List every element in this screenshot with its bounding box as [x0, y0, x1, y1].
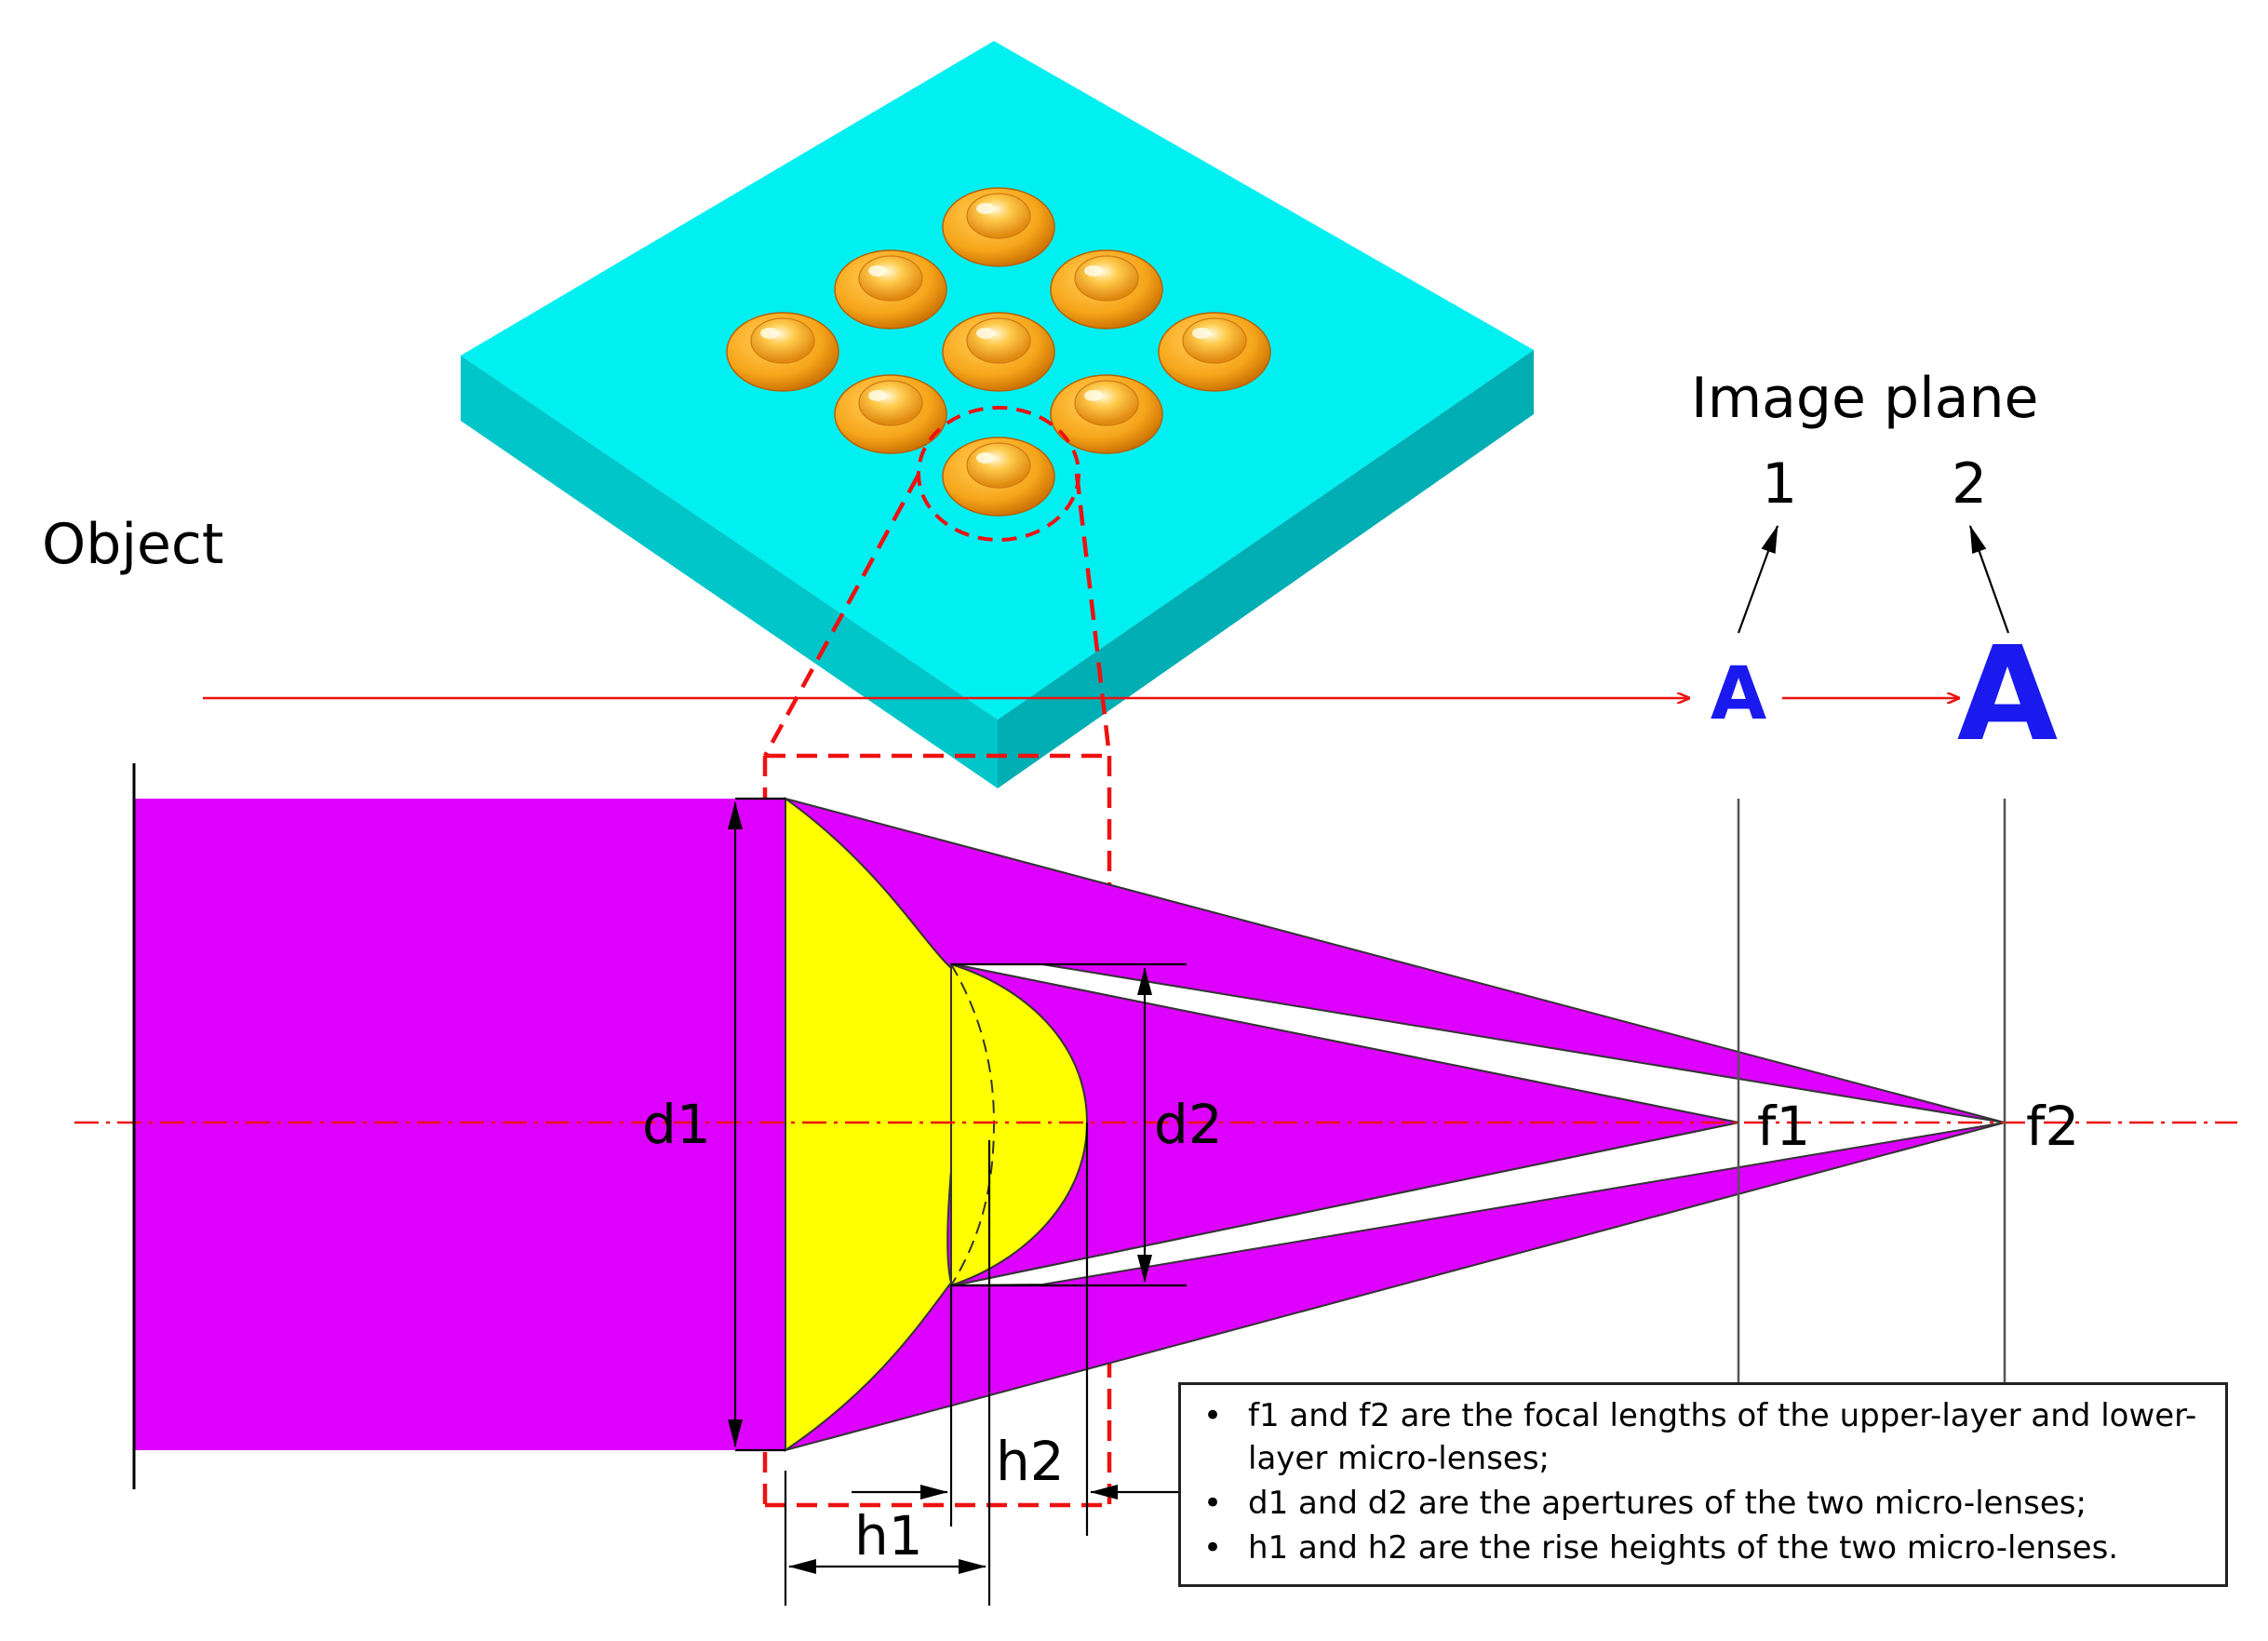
image-plane-label: Image plane: [1691, 366, 2038, 431]
bullet-icon: •: [1203, 1397, 1223, 1434]
micro-lens: [1050, 249, 1163, 330]
legend-item: • h1 and h2 are the rise heights of the t…: [1203, 1527, 2205, 1569]
object-label: Object: [42, 512, 223, 577]
lens-array: [726, 187, 1271, 517]
zoom-outline: [762, 473, 1112, 1508]
substrate-right-side: [998, 350, 1534, 788]
micro-lens: [942, 312, 1055, 392]
legend-text: h1 and h2 are the rise heights of the tw…: [1248, 1529, 2119, 1567]
beam: [134, 797, 2008, 1452]
d1-label: d1: [642, 1093, 711, 1156]
image-letter-small: A: [1711, 652, 1766, 736]
dimensions: [728, 525, 2010, 1606]
micro-lens: [1050, 374, 1163, 454]
image-plane-2-number: 2: [1952, 451, 1987, 517]
incident-beam: [134, 799, 785, 1450]
micro-lens: [834, 249, 947, 330]
h2-label: h2: [996, 1430, 1065, 1493]
micro-lens: [1158, 312, 1271, 392]
h1-label: h1: [854, 1504, 923, 1567]
legend-item: • f1 and f2 are the focal lengths of the …: [1203, 1394, 2205, 1480]
substrate-block: [461, 41, 1534, 788]
f1-label: f1: [1757, 1095, 1810, 1158]
plane1-pointer: [1737, 525, 1779, 634]
micro-lens: [726, 312, 839, 392]
plane2-pointer: [1968, 525, 2010, 634]
micro-lens: [942, 187, 1055, 267]
image-letter-large: A: [1957, 619, 2058, 771]
image-plane-1-number: 1: [1762, 451, 1797, 517]
legend-item: • d1 and d2 are the apertures of the two …: [1203, 1482, 2205, 1525]
legend-box: • f1 and f2 are the focal lengths of the …: [1178, 1382, 2228, 1587]
f2-label: f2: [2026, 1095, 2079, 1158]
micro-lens: [942, 437, 1055, 517]
substrate-left-side: [461, 356, 998, 788]
bullet-icon: •: [1203, 1529, 1223, 1567]
legend-list: • f1 and f2 are the focal lengths of the …: [1201, 1394, 2205, 1569]
legend-text: f1 and f2 are the focal lengths of the u…: [1248, 1397, 2197, 1477]
legend-text: d1 and d2 are the apertures of the two m…: [1248, 1485, 2087, 1522]
micro-lens: [834, 374, 947, 454]
bullet-icon: •: [1203, 1485, 1223, 1522]
d2-label: d2: [1154, 1093, 1223, 1156]
